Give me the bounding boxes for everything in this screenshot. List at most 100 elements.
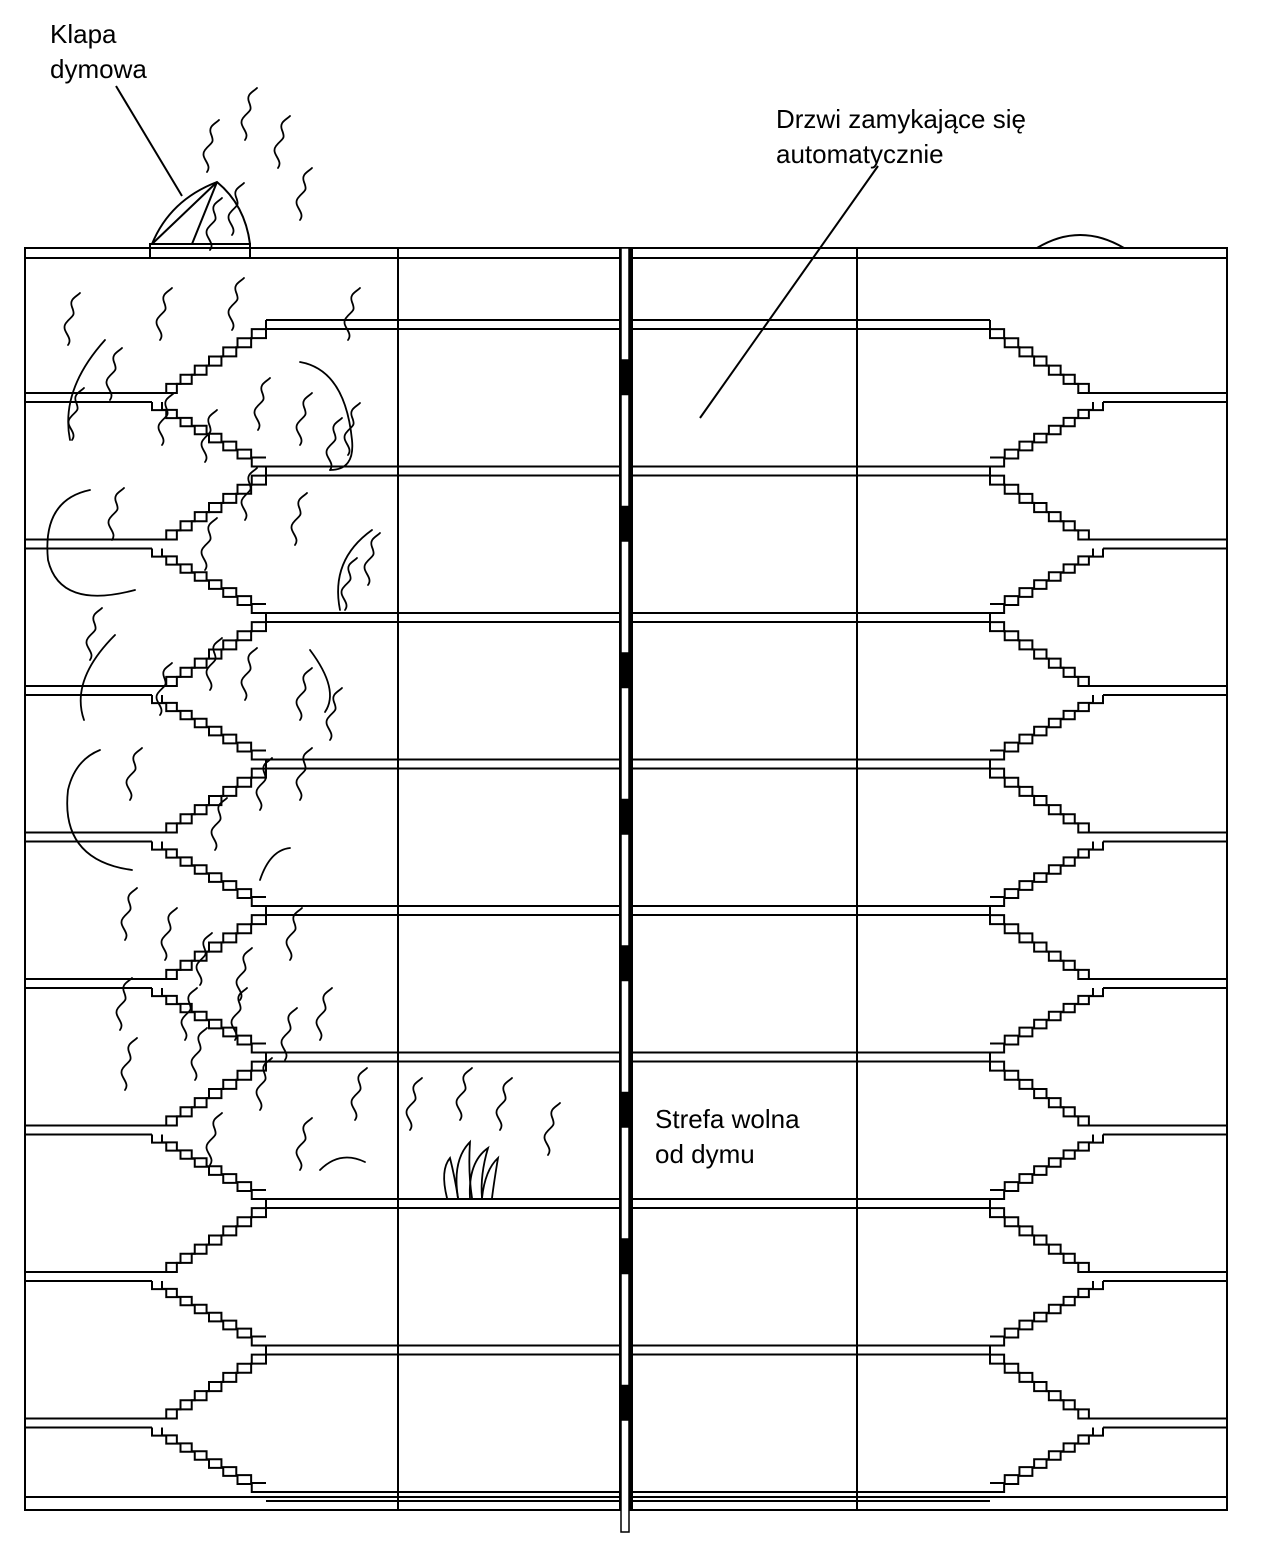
left-stair-flight-down [152,759,267,834]
left-stair-flight-down-inner [162,622,267,687]
left-stair-flight-down [152,1052,267,1127]
smoke-wisp [120,1037,138,1091]
left-stair-flight-return-inner [161,1134,266,1191]
door-leader [699,165,879,419]
smoke-wisp [495,1077,513,1131]
right-stair-flight-down-inner [989,329,1093,394]
left-stair-flight-return-inner [161,988,266,1045]
right-stair-flight-down-inner [989,622,1093,687]
left-stair-flight-down-inner [162,1061,267,1127]
smoke-wisp [455,1067,473,1121]
smoke-wisp [205,637,223,691]
auto-closing-door [620,247,630,361]
left-stair-flight-down-inner [162,915,267,980]
smoke-wisp [405,1077,423,1131]
smoke-wisp [325,687,343,741]
right-stair-flight-down-inner [989,475,1093,541]
smoke-wisp [255,1057,273,1111]
smoke-curl [309,649,331,713]
closed-roof-flap-icon [1036,234,1125,249]
smoke-curl [319,1156,366,1171]
left-stair-flight-return-inner [161,548,266,605]
smoke-wisp [543,1102,561,1156]
smoke-curl [299,361,354,471]
right-stair-flight-down-inner [989,1208,1093,1273]
right-stair-flight-down [989,1052,1103,1127]
smoke-flap-hinge-line [191,181,218,245]
right-stair-flight-down [989,1199,1103,1273]
left-stair-flight-down-inner [162,768,267,834]
smoke-flap-label-line1: Klapa [50,19,117,49]
right-stair-flight-down [989,466,1103,541]
smoke-wisp [285,907,303,961]
door-label-line2: automatycznie [776,139,944,169]
smoke-wisp [315,987,333,1041]
smoke-free-zone-label-line1: Strefa wolna [655,1104,800,1134]
right-stair-flight-down [989,1345,1103,1420]
smoke-wisps [46,87,561,1171]
smoke-curl [67,339,106,441]
left-stair-flight-down [152,466,267,541]
smoke-wisp [295,1117,313,1171]
right-stair-flight-return-inner [990,988,1094,1045]
fire-partition-wall [619,247,631,1533]
smoke-flap-frame [149,243,251,259]
smoke-wisp [200,409,218,463]
smoke-wisp [280,1007,298,1061]
smoke-wisp [120,887,138,941]
smoke-wisp [255,757,273,811]
smoke-wisp [273,115,291,169]
left-stair-flight-return-inner [161,695,266,752]
smoke-wisp [295,392,313,446]
auto-closing-door [620,833,630,947]
left-stair-flight-return-inner [161,1427,266,1484]
left-stair-flight-down-inner [162,329,267,394]
smoke-flap-leader [115,85,183,197]
left-stair-flight-down [152,320,267,394]
right-stair-flight-return-inner [990,1427,1094,1484]
auto-closing-door [620,979,630,1094]
smoke-wisp [240,467,258,521]
smoke-wisp [230,987,248,1041]
smoke-wisp [190,1027,208,1081]
smoke-wisp [363,532,381,586]
right-stair-flight-down-inner [989,1354,1093,1420]
smoke-flap-open-edge [151,181,218,245]
smoke-wisp [160,907,178,961]
auto-closing-door [620,1126,630,1240]
right-stair-flight-down-inner [989,768,1093,834]
smoke-wisp [235,947,253,1001]
smoke-wisp [115,977,133,1031]
smoke-wisp [325,417,343,471]
smoke-wisp [205,1112,223,1166]
smoke-wisp [290,492,308,546]
smoke-free-zone-label-line2: od dymu [655,1139,755,1169]
smoke-wisp [295,167,313,221]
smoke-wisp [240,647,258,701]
smoke-wisp [227,277,245,331]
left-stair-flight-down [152,1345,267,1420]
smoke-wisp [350,1067,368,1121]
smoke-wisp [180,987,198,1041]
right-stair-flight-return-inner [990,1134,1094,1191]
left-stair-flight-down [152,906,267,980]
left-stair-flight-return-inner [161,402,266,459]
smoke-wisp [105,347,123,401]
right-stair-flight-down [989,759,1103,834]
auto-closing-door [620,1272,630,1387]
auto-closing-door [620,393,630,508]
door-label-line1: Drzwi zamykające się [776,104,1026,134]
fire-icon [443,1139,500,1199]
smoke-wisp [295,747,313,801]
smoke-wisp [205,197,223,251]
right-stair-flight-return-inner [990,841,1094,898]
smoke-wisp [125,747,143,801]
right-stair-flight-return-inner [990,695,1094,752]
right-stair-flight-return-inner [990,548,1094,605]
right-stair-flight-down [989,906,1103,980]
staircases [151,320,1104,1493]
auto-closing-door [620,540,630,654]
smoke-wisp [210,797,228,851]
smoke-wisp [155,662,173,716]
smoke-wisp [295,667,313,721]
